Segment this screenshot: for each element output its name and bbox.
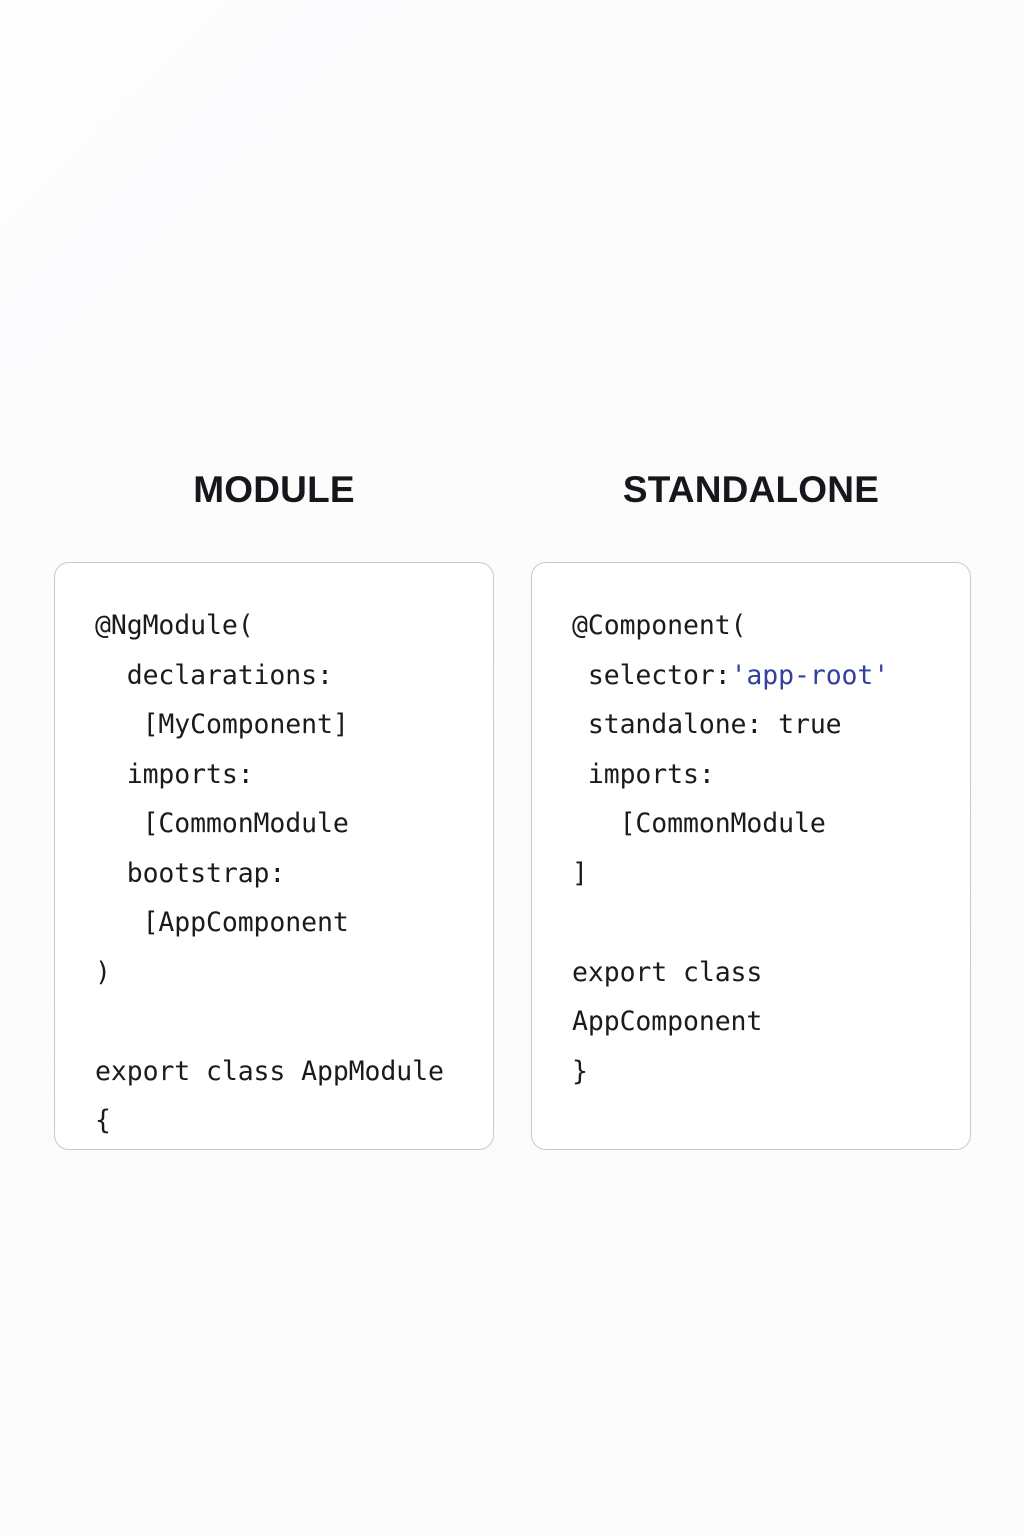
column-heading-module: MODULE — [193, 469, 355, 510]
code-line: ) — [95, 956, 111, 988]
code-line: @NgModule( — [95, 610, 254, 641]
code-line: export class AppComponent — [572, 956, 779, 1038]
code-line: @Component( — [572, 610, 747, 641]
code-line: [CommonModule — [572, 808, 826, 839]
code-line: ] — [572, 857, 588, 889]
code-line: } — [572, 1055, 588, 1087]
code-block-standalone: @Component( selector:'app-root' standalo… — [572, 601, 948, 1096]
code-line: bootstrap: — [95, 857, 286, 889]
code-line — [95, 997, 471, 1047]
code-line: declarations: — [95, 659, 333, 691]
code-line: selector:'app-root' — [572, 651, 948, 701]
column-standalone: STANDALONE @Component( selector:'app-roo… — [531, 466, 971, 1150]
code-line: [AppComponent — [95, 907, 349, 938]
code-line: [MyComponent] — [95, 709, 349, 740]
code-line — [572, 898, 948, 948]
code-card-standalone: @Component( selector:'app-root' standalo… — [531, 562, 971, 1150]
code-token-string: 'app-root' — [730, 659, 890, 691]
code-line: export class AppModule { — [95, 1055, 460, 1137]
code-token-plain: selector: — [572, 659, 731, 691]
code-card-module: @NgModule( declarations: [MyComponent] i… — [54, 562, 494, 1150]
column-heading-standalone: STANDALONE — [622, 469, 880, 510]
code-line: [CommonModule — [95, 808, 349, 839]
column-module: MODULE @NgModule( declarations: [MyCompo… — [54, 466, 494, 1150]
code-line: imports: — [95, 758, 254, 790]
code-line: standalone: true — [572, 709, 842, 740]
code-line: imports: — [572, 758, 715, 790]
code-block-module: @NgModule( declarations: [MyComponent] i… — [95, 601, 471, 1146]
